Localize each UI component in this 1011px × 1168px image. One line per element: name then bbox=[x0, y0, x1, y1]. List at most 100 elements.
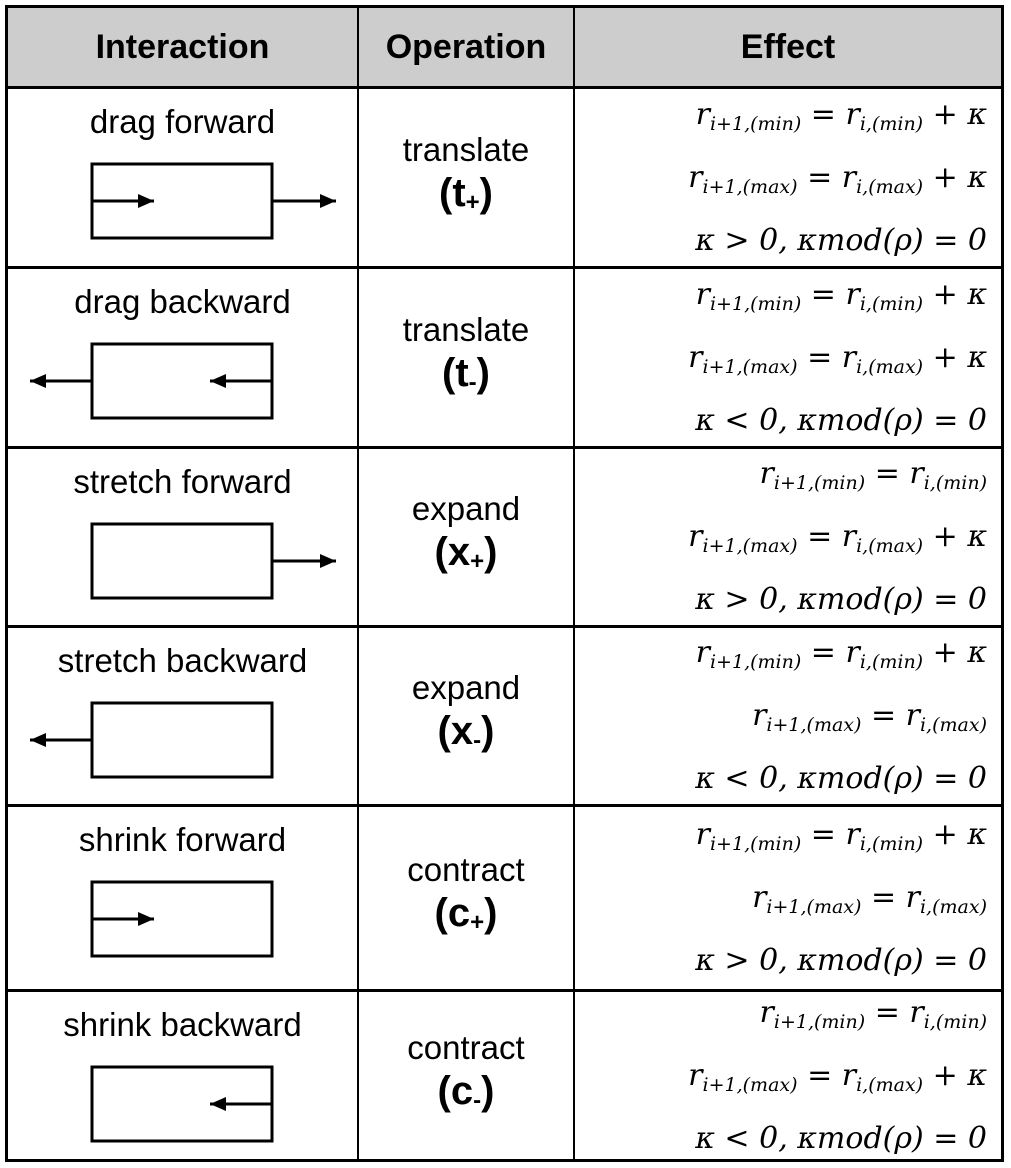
operation-symbol: (t+) bbox=[439, 170, 493, 226]
operation-symbol-text: (t bbox=[439, 170, 466, 215]
header-operation: Operation bbox=[385, 27, 547, 66]
outside-left-arrow-head bbox=[30, 733, 46, 747]
effect-equation: ri+1,(max) = ri,(max) bbox=[752, 880, 987, 918]
effect-equation: ri+1,(min) = ri,(min) + κ bbox=[695, 635, 987, 673]
operation-name: translate bbox=[402, 310, 530, 348]
interaction-label: shrink forward bbox=[78, 821, 287, 858]
inside-right-arrow-head bbox=[138, 194, 154, 208]
row-divider bbox=[8, 266, 1001, 269]
effect-equation: κ < 0, κmod(ρ) = 0 bbox=[695, 402, 987, 438]
operation-symbol-text: (t bbox=[442, 350, 469, 395]
operation-symbol-text: (c bbox=[434, 891, 471, 935]
operation-symbol-close: ) bbox=[481, 1068, 495, 1113]
operation-cell: contract(c+) bbox=[359, 807, 573, 989]
range-rectangle bbox=[90, 701, 274, 779]
effect-equation: ri+1,(max) = ri,(max) + κ bbox=[688, 519, 987, 557]
effect-equation: ri+1,(min) = ri,(min) bbox=[759, 456, 987, 494]
interaction-diagram bbox=[90, 880, 274, 958]
interaction-diagram bbox=[90, 1065, 274, 1143]
operation-name: translate bbox=[402, 130, 530, 168]
operation-symbol-sign: + bbox=[470, 909, 485, 936]
header-interaction: Interaction bbox=[95, 27, 270, 66]
effect-equation: ri+1,(min) = ri,(min) + κ bbox=[695, 96, 987, 135]
operation-cell: contract(c-) bbox=[359, 992, 573, 1159]
interaction-diagram bbox=[90, 522, 336, 600]
effect-equation: ri+1,(max) = ri,(max) + κ bbox=[688, 1057, 987, 1096]
operation-symbol-sign: + bbox=[465, 188, 480, 216]
effect-equation: ri+1,(max) = ri,(max) + κ bbox=[688, 339, 987, 378]
inside-left-arrow-head bbox=[210, 1097, 226, 1111]
operation-symbol-close: ) bbox=[484, 530, 498, 574]
operation-symbol: (t-) bbox=[442, 350, 490, 406]
operation-cell: expand(x+) bbox=[359, 449, 573, 625]
interaction-label: stretch backward bbox=[57, 642, 308, 679]
operation-name: expand bbox=[411, 490, 521, 527]
effect-equation: κ > 0, κmod(ρ) = 0 bbox=[695, 582, 987, 617]
effect-cell: ri+1,(min) = ri,(min) + κ ri+1,(max) = ri… bbox=[575, 269, 987, 446]
outside-left-arrow-head bbox=[30, 374, 46, 388]
operation-name: expand bbox=[411, 669, 521, 706]
operation-symbol-text: (x bbox=[437, 709, 474, 753]
outside-right-arrow-head bbox=[320, 194, 336, 208]
operation-symbol-sign: - bbox=[468, 368, 477, 396]
effect-equation: κ < 0, κmod(ρ) = 0 bbox=[695, 761, 987, 796]
interaction-diagram bbox=[30, 342, 274, 420]
outside-right-arrow-head bbox=[320, 554, 336, 568]
effect-cell: ri+1,(min) = ri,(min) ri+1,(max) = ri,(ma… bbox=[575, 449, 987, 625]
operation-symbol-close: ) bbox=[481, 709, 495, 753]
table-header: Interaction Operation Effect bbox=[8, 8, 1001, 86]
header-effect: Effect bbox=[740, 27, 836, 66]
operation-symbol-sign: + bbox=[470, 548, 485, 575]
interaction-label: stretch forward bbox=[73, 463, 292, 500]
operation-cell: expand(x-) bbox=[359, 628, 573, 804]
operation-symbol-sign: - bbox=[473, 1086, 482, 1114]
interaction-label: drag backward bbox=[74, 283, 291, 320]
operation-symbol-text: (x bbox=[434, 530, 471, 574]
operation-name: contract bbox=[407, 851, 525, 888]
effect-cell: ri+1,(min) = ri,(min) + κ ri+1,(max) = ri… bbox=[575, 628, 987, 804]
effect-equation: ri+1,(min) = ri,(min) bbox=[759, 994, 987, 1033]
operation-symbol: (c-) bbox=[438, 1068, 495, 1124]
row-divider bbox=[8, 989, 1001, 992]
row-divider bbox=[8, 625, 1001, 628]
operation-symbol-text: (c bbox=[437, 1068, 474, 1113]
operation-symbol-sign: - bbox=[473, 727, 482, 754]
column-divider bbox=[357, 8, 359, 1159]
operation-symbol-close: ) bbox=[476, 350, 490, 395]
effect-equation: κ < 0, κmod(ρ) = 0 bbox=[695, 1120, 987, 1156]
operation-cell: translate(t+) bbox=[359, 89, 573, 266]
effect-equation: ri+1,(max) = ri,(max) bbox=[752, 698, 987, 736]
interaction-table: Interaction Operation Effect drag forwar… bbox=[5, 5, 1004, 1162]
operation-symbol: (c+) bbox=[435, 890, 498, 946]
operation-name: contract bbox=[407, 1028, 525, 1066]
interaction-label: shrink backward bbox=[63, 1006, 302, 1043]
operation-symbol: (x+) bbox=[435, 529, 498, 585]
effect-cell: ri+1,(min) = ri,(min) ri+1,(max) = ri,(ma… bbox=[575, 992, 987, 1159]
row-divider bbox=[8, 86, 1001, 89]
effect-equation: ri+1,(max) = ri,(max) + κ bbox=[688, 159, 987, 198]
interaction-label: drag forward bbox=[89, 103, 276, 140]
operation-symbol: (x-) bbox=[438, 708, 495, 764]
inside-right-arrow-head bbox=[138, 912, 154, 926]
operation-symbol-close: ) bbox=[484, 891, 498, 935]
row-divider bbox=[8, 804, 1001, 807]
inside-left-arrow-head bbox=[210, 374, 226, 388]
row-divider bbox=[8, 446, 1001, 449]
effect-equation: ri+1,(min) = ri,(min) + κ bbox=[695, 276, 987, 315]
column-divider bbox=[573, 8, 575, 1159]
effect-equation: κ > 0, κmod(ρ) = 0 bbox=[695, 943, 987, 978]
effect-cell: ri+1,(min) = ri,(min) + κ ri+1,(max) = ri… bbox=[575, 807, 987, 989]
interaction-diagram bbox=[90, 162, 336, 240]
operation-cell: translate(t-) bbox=[359, 269, 573, 446]
effect-equation: ri+1,(min) = ri,(min) + κ bbox=[695, 817, 987, 855]
effect-cell: ri+1,(min) = ri,(min) + κ ri+1,(max) = ri… bbox=[575, 89, 987, 266]
effect-equation: κ > 0, κmod(ρ) = 0 bbox=[695, 222, 987, 258]
range-rectangle bbox=[90, 522, 274, 600]
interaction-diagram bbox=[30, 701, 274, 779]
